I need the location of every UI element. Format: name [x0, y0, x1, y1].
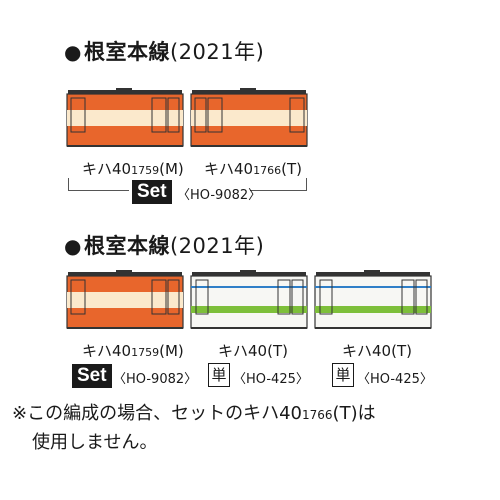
car-model: キハ40 — [342, 342, 392, 360]
railcar-tarako — [66, 88, 184, 152]
railcar-tarako-icon — [66, 88, 184, 147]
footnote-line-2: 使用しません。 — [32, 432, 158, 453]
single-badge: 単 — [332, 363, 354, 387]
railcar-hokkaido-icon — [190, 270, 308, 329]
car-model: キハ40 — [82, 342, 132, 360]
car-type: (T) — [281, 160, 302, 178]
section-2-title: ●根室本線(2021年) — [64, 230, 264, 260]
car-label: キハ401766(T) — [204, 158, 302, 179]
car-label: キハ401759(M) — [82, 158, 184, 179]
railcar-hokkaido — [314, 270, 432, 334]
car-model: キハ40 — [204, 160, 254, 178]
car-number: 1766 — [253, 164, 282, 177]
set-bracket-right — [250, 178, 307, 191]
year-label: (2021年) — [169, 40, 265, 64]
car-type: (T) — [391, 342, 412, 360]
car-number: 1759 — [131, 164, 160, 177]
product-code: 〈HO-425〉 — [357, 372, 433, 387]
railcar-tarako-icon — [66, 270, 184, 329]
set-bracket-left — [68, 178, 129, 191]
railcar-hokkaido-icon — [314, 270, 432, 329]
car-type: (M) — [159, 160, 184, 178]
car-label: キハ40(T) — [342, 340, 412, 361]
railcar-tarako-icon — [190, 88, 308, 147]
car-model: キハ40 — [82, 160, 132, 178]
footnote: ※この編成の場合、セットのキハ401766(T)は 使用しません。 — [12, 400, 376, 456]
section-1-title: ●根室本線(2021年) — [64, 36, 264, 66]
line-name: 根室本線 — [83, 40, 170, 64]
railcar-tarako — [190, 88, 308, 152]
product-code: 〈HO-425〉 — [233, 372, 309, 387]
set-badge: Set — [72, 364, 112, 388]
car-type: (M) — [159, 342, 184, 360]
bullet-icon: ● — [64, 40, 82, 64]
car-model: キハ40 — [218, 342, 268, 360]
product-code: 〈HO-9082〉 — [177, 188, 262, 203]
set-badge: Set — [132, 180, 172, 204]
car-number: 1759 — [131, 346, 160, 359]
footnote-line-1: ※この編成の場合、セットのキハ401766(T)は — [12, 403, 376, 424]
railcar-tarako — [66, 270, 184, 334]
car-label: キハ401759(M) — [82, 340, 184, 361]
bullet-icon: ● — [64, 234, 82, 258]
line-name: 根室本線 — [83, 234, 170, 258]
single-badge: 単 — [208, 363, 230, 387]
car-type: (T) — [267, 342, 288, 360]
car-label: キハ40(T) — [218, 340, 288, 361]
year-label: (2021年) — [169, 234, 265, 258]
product-code: 〈HO-9082〉 — [113, 372, 198, 387]
railcar-hokkaido — [190, 270, 308, 334]
